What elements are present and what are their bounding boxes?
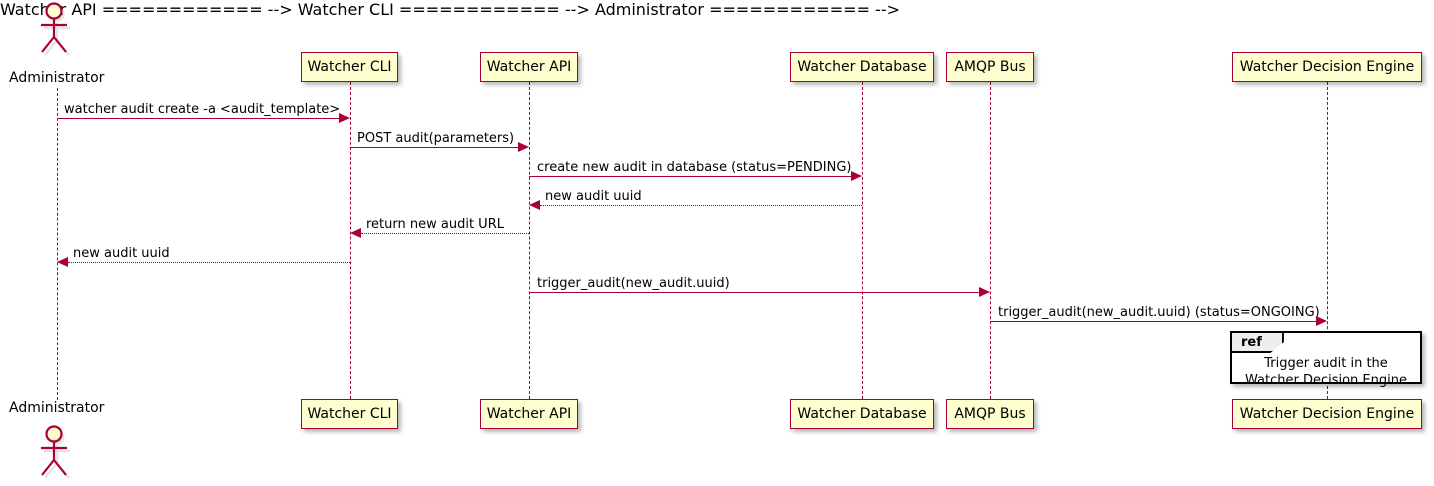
arrow-head-m3 (851, 171, 862, 181)
arrow-head-m8 (1316, 316, 1327, 326)
message-label-m1: watcher audit create -a <audit_template> (64, 102, 341, 117)
participant-watcher-database-bottom[interactable]: Watcher Database (790, 399, 934, 429)
participant-watcher-api-top[interactable]: Watcher API (480, 52, 578, 82)
participant-watcher-api-bottom[interactable]: Watcher API (480, 399, 578, 429)
participant-watcher-database-top[interactable]: Watcher Database (790, 52, 934, 82)
arrow-head-m7 (979, 287, 990, 297)
participant-watcher-cli-bottom[interactable]: Watcher CLI (301, 399, 398, 429)
participant-watcher-decision-engine-bottom[interactable]: Watcher Decision Engine (1232, 399, 1422, 429)
lifeline-watcher-api (529, 82, 530, 399)
message-label-m4: new audit uuid (545, 189, 642, 204)
lifeline-administrator (57, 88, 58, 400)
message-label-m7: trigger_audit(new_audit.uuid) (537, 276, 730, 291)
ref-fragment-body: Trigger audit in the Watcher Decision En… (1232, 355, 1420, 389)
message-line-m8 (990, 321, 1318, 322)
message-label-m2: POST audit(parameters) (357, 131, 515, 146)
ref-fragment[interactable]: ref Trigger audit in the Watcher Decisio… (1230, 331, 1422, 388)
message-label-m5: return new audit URL (366, 217, 504, 232)
message-line-m1 (57, 118, 341, 119)
arrow-head-m6 (57, 257, 68, 267)
ref-fragment-line-2: Watcher Decision Engine (1245, 373, 1407, 388)
arrow-head-m1 (339, 113, 350, 123)
participant-amqp-bus-top[interactable]: AMQP Bus (946, 52, 1034, 82)
ref-fragment-line-1: Trigger audit in the (1264, 356, 1388, 371)
lifeline-watcher-cli (350, 82, 351, 399)
message-label-m6: new audit uuid (73, 246, 170, 261)
message-label-m3: create new audit in database (status=PEN… (537, 160, 852, 175)
ref-fragment-tab-label: ref (1232, 333, 1284, 353)
message-line-m4 (540, 205, 862, 206)
actor-administrator-bottom (41, 425, 70, 479)
message-label-m8: trigger_audit(new_audit.uuid) (status=ON… (998, 305, 1320, 320)
participant-watcher-decision-engine-top[interactable]: Watcher Decision Engine (1232, 52, 1422, 82)
participant-amqp-bus-bottom[interactable]: AMQP Bus (946, 399, 1034, 429)
arrow-head-m5 (350, 228, 361, 238)
lifeline-watcher-database (862, 82, 863, 399)
message-line-m2 (350, 147, 520, 148)
message-line-m5 (361, 233, 529, 234)
message-line-m6 (68, 262, 350, 263)
lifeline-watcher-decision-engine (1327, 82, 1328, 399)
actor-label-administrator-top: Administrator (9, 70, 105, 86)
arrow-head-m4 (529, 200, 540, 210)
lifeline-amqp-bus (990, 82, 991, 399)
message-line-m3 (529, 176, 853, 177)
actor-administrator-top (41, 2, 70, 56)
arrow-head-m2 (518, 142, 529, 152)
actor-label-administrator-bottom: Administrator (9, 400, 105, 416)
message-line-m7 (529, 292, 981, 293)
participant-watcher-cli-top[interactable]: Watcher CLI (301, 52, 398, 82)
